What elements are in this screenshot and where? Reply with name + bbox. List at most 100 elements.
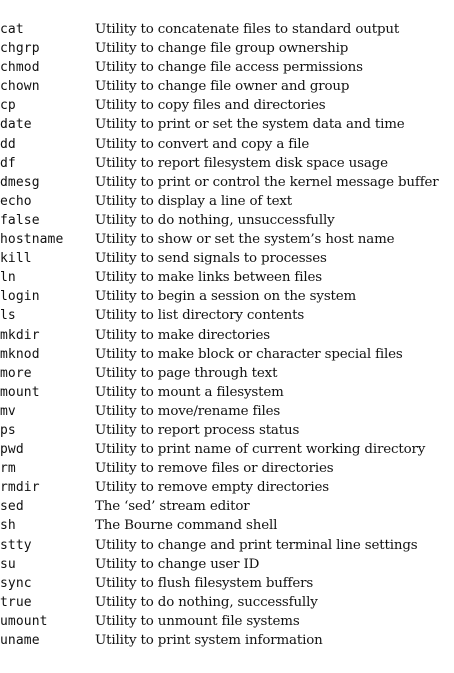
command-description: Utility to print or set the system data … (95, 117, 405, 133)
command-name: ps (0, 422, 16, 438)
table-row: echo Utility to display a line of text (0, 194, 454, 213)
command-name: more (0, 365, 32, 381)
command-name: chgrp (0, 41, 40, 57)
command-description: Utility to show or set the system’s host… (95, 232, 395, 248)
command-name: false (0, 212, 40, 228)
command-description: Utility to report process status (95, 422, 300, 438)
command-description: Utility to change user ID (95, 556, 260, 572)
command-description: Utility to do nothing, successfully (95, 594, 318, 610)
table-row: true Utility to do nothing, successfully (0, 595, 454, 614)
command-name: sh (0, 518, 16, 534)
command-name: chown (0, 79, 40, 95)
command-name: hostname (0, 232, 64, 248)
command-description: Utility to page through text (95, 365, 278, 381)
command-description: Utility to begin a session on the system (95, 289, 357, 305)
command-description: Utility to make directories (95, 327, 270, 343)
command-name: rm (0, 461, 16, 477)
table-row: su Utility to change user ID (0, 557, 454, 576)
table-row: date Utility to print or set the system d… (0, 117, 454, 136)
command-description: Utility to remove files or directories (95, 461, 334, 477)
command-name: mkdir (0, 327, 40, 343)
command-name: df (0, 155, 16, 171)
command-description: Utility to copy files and directories (95, 98, 326, 114)
table-row: cp Utility to copy files and directories (0, 98, 454, 117)
command-name: mknod (0, 346, 40, 362)
table-row: chmod Utility to change file access permi… (0, 60, 454, 79)
command-name: sync (0, 575, 32, 591)
command-description: Utility to report filesystem disk space … (95, 155, 388, 171)
command-name: mount (0, 384, 40, 400)
command-name: umount (0, 613, 48, 629)
command-description: The ‘sed’ stream editor (95, 499, 250, 515)
command-table: cat Utility to concatenate files to stand… (0, 22, 454, 652)
command-description: Utility to change file group ownership (95, 41, 349, 57)
table-row: dd Utility to convert and copy a file (0, 137, 454, 156)
command-description: Utility to change file access permission… (95, 60, 363, 76)
command-name: echo (0, 193, 32, 209)
table-row: false Utility to do nothing, unsuccessful… (0, 213, 454, 232)
table-row: df Utility to report filesystem disk spac… (0, 156, 454, 175)
table-row: mknod Utility to make block or character … (0, 347, 454, 366)
command-description: The Bourne command shell (95, 518, 278, 534)
command-name: rmdir (0, 480, 40, 496)
command-name: sed (0, 499, 24, 515)
table-row: sed The ‘sed’ stream editor (0, 499, 454, 518)
table-row: mv Utility to move/rename files (0, 404, 454, 423)
command-description: Utility to print system information (95, 633, 323, 648)
command-name: su (0, 556, 16, 572)
command-description: Utility to move/rename files (95, 403, 281, 419)
table-row: mount Utility to mount a filesystem (0, 385, 454, 404)
command-description: Utility to print or control the kernel m… (95, 174, 439, 190)
command-name: stty (0, 537, 32, 553)
command-name: true (0, 594, 32, 610)
command-name: ls (0, 308, 16, 324)
table-row: dmesg Utility to print or control the ker… (0, 175, 454, 194)
command-name: dmesg (0, 174, 40, 190)
command-name: login (0, 289, 40, 305)
command-description: Utility to display a line of text (95, 193, 292, 209)
command-description: Utility to make links between files (95, 270, 322, 286)
command-description: Utility to change and print terminal lin… (95, 537, 418, 553)
table-row: hostname Utility to show or set the syste… (0, 232, 454, 251)
table-row: kill Utility to send signals to processes (0, 251, 454, 270)
command-description: Utility to convert and copy a file (95, 136, 310, 152)
table-row: pwd Utility to print name of current work… (0, 442, 454, 461)
command-description: Utility to print name of current working… (95, 442, 426, 458)
command-description: Utility to list directory contents (95, 308, 305, 324)
table-row: umount Utility to unmount file systems (0, 614, 454, 633)
table-row: stty Utility to change and print terminal… (0, 538, 454, 557)
table-row: more Utility to page through text (0, 366, 454, 385)
command-name: uname (0, 633, 40, 648)
table-row: ls Utility to list directory contents (0, 308, 454, 327)
table-row: cat Utility to concatenate files to stand… (0, 22, 454, 41)
command-name: dd (0, 136, 16, 152)
table-row: rmdir Utility to remove empty directories (0, 480, 454, 499)
command-description: Utility to remove empty directories (95, 480, 329, 496)
table-row: ps Utility to report process status (0, 423, 454, 442)
table-row: chgrp Utility to change file group owners… (0, 41, 454, 60)
command-description: Utility to concatenate files to standard… (95, 22, 400, 37)
command-name: kill (0, 251, 32, 267)
command-description: Utility to change file owner and group (95, 79, 350, 95)
table-row: rm Utility to remove files or directories (0, 461, 454, 480)
command-description: Utility to send signals to processes (95, 251, 327, 267)
table-row: uname Utility to print system information (0, 633, 454, 652)
command-description: Utility to make block or character speci… (95, 346, 403, 362)
table-row: mkdir Utility to make directories (0, 328, 454, 347)
command-description: Utility to mount a filesystem (95, 384, 284, 400)
table-row: login Utility to begin a session on the s… (0, 289, 454, 308)
command-name: cp (0, 98, 16, 114)
table-row: sync Utility to flush filesystem buffers (0, 576, 454, 595)
table-row: sh The Bourne command shell (0, 518, 454, 537)
command-name: ln (0, 270, 16, 286)
command-name: chmod (0, 60, 40, 76)
table-row: chown Utility to change file owner and gr… (0, 79, 454, 98)
command-description: Utility to do nothing, unsuccessfully (95, 212, 335, 228)
command-name: pwd (0, 442, 24, 458)
command-name: cat (0, 22, 24, 37)
table-row: ln Utility to make links between files (0, 270, 454, 289)
command-name: mv (0, 403, 16, 419)
command-name: date (0, 117, 32, 133)
command-description: Utility to unmount file systems (95, 613, 300, 629)
command-description: Utility to flush filesystem buffers (95, 575, 314, 591)
